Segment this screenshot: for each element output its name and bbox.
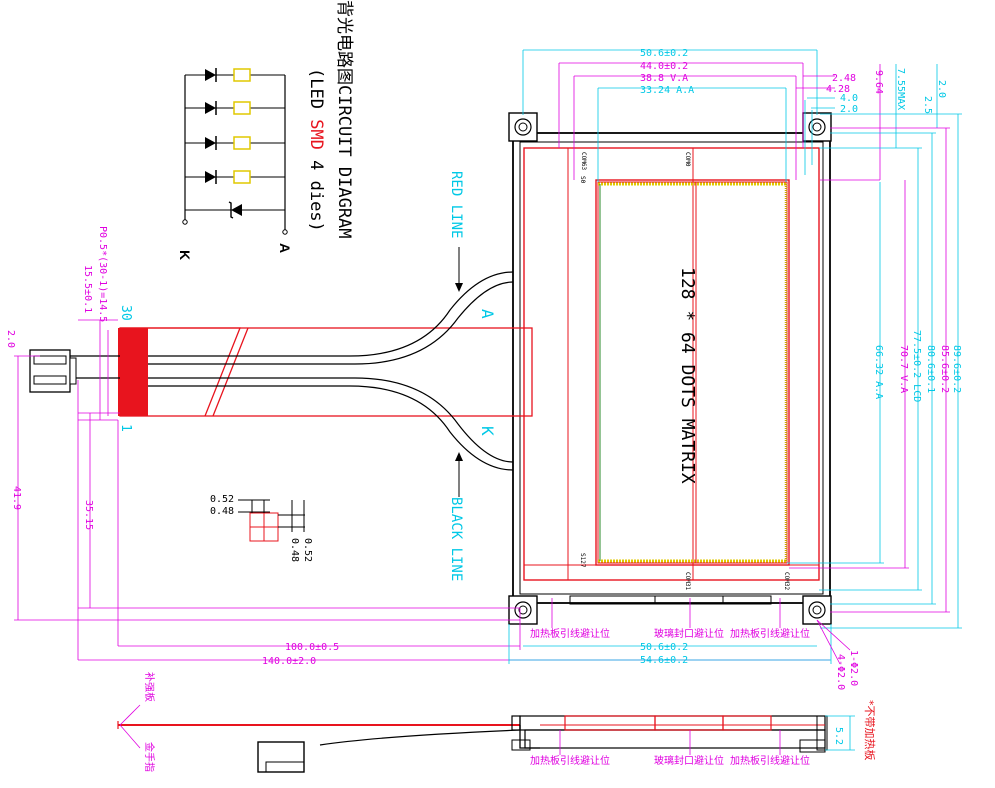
dim-right-80-6: 80.6±0.1 [925, 345, 936, 393]
dim-bottom-100-0: 100.0±0.5 [285, 642, 339, 653]
dim-top-9-64: 9.64 [873, 70, 884, 94]
led-diode-4 [185, 170, 285, 184]
dim-top-44-0: 44.0±0.2 [640, 61, 688, 72]
dim-bottom-54-6: 54.6±0.2 [640, 655, 688, 666]
dim-top-4-28: 4.28 [826, 84, 850, 95]
wire-connector [29, 349, 77, 393]
module-bottom-notes: 加热板引线避让位 玻璃封口避让位 加热板引线避让位 [530, 598, 810, 640]
dim-top-2-5: 2.5 [922, 96, 933, 114]
dim-bottom-1-phi2: 1-Φ2.0 [848, 650, 859, 686]
com31-label: COM31 [684, 572, 691, 590]
dim-right-77-5: 77.5±0.2 LCD [911, 330, 922, 402]
black-line-label: BLACK LINE [448, 497, 464, 581]
right-dimension-lines [787, 113, 962, 629]
com63-label: COM63 [580, 152, 587, 170]
backlight-circuit: K A 背光电路图CIRCUIT DIAGRAM (LED SMD 4 dies… [177, 0, 354, 260]
dim-right-70-7: 70.7 V.A [898, 345, 909, 393]
circuit-smd: SMD [306, 119, 326, 150]
k-terminal-label: K [177, 250, 193, 260]
top-dimension-lines [522, 49, 938, 182]
zener-diode [185, 201, 285, 219]
fpc-pin-1-label: 1 [118, 424, 133, 432]
fpc-pitch-label: P0.5*(30-1)=14.5 [97, 226, 108, 322]
red-line-label: RED LINE [448, 171, 464, 238]
backlight-wires [38, 271, 514, 471]
pixel-dim-052-side: 0.52 [302, 538, 313, 562]
module-outline [508, 112, 832, 625]
mounting-hole-bottom-left [508, 595, 538, 625]
a-pad-label: A [478, 309, 497, 319]
mounting-hole-bottom-right [802, 595, 832, 625]
a-terminal-label: A [277, 243, 293, 253]
note-heater-wire-right: 加热板引线避让位 [730, 627, 810, 640]
led-diode-1 [185, 68, 285, 82]
com32-label: COM32 [783, 572, 790, 590]
fpc-width-label: 15.5±0.1 [82, 265, 93, 313]
dim-top-2-0b: 2.0 [936, 80, 947, 98]
dim-right-66-32: 66.32 A.A [873, 345, 884, 399]
fpc-cable: 30 1 [118, 305, 533, 432]
dim-top-33-24: 33.24 A.A [640, 85, 694, 96]
svg-text:(LED SMD 4 dies): (LED SMD 4 dies) [306, 68, 326, 232]
circuit-title-en: CIRCUIT DIAGRAM [334, 85, 354, 239]
pixel-dim-048-side: 0.48 [289, 538, 300, 562]
mounting-hole-top-left [508, 112, 538, 142]
dim-bottom-140-0: 140.0±2.0 [262, 656, 316, 667]
pixel-dim-052-top: 0.52 [210, 494, 234, 505]
side-view: 补强板 金手指 加热板引线避让位 玻璃封口避让位 加热板引线避让位 5.2 *不… [117, 672, 877, 773]
dim-right-89-6: 89.6±0.2 [951, 345, 962, 393]
dim-top-7-55max: 7.55MAX [895, 68, 906, 110]
dim-right-85-6: 85.6±0.2 [939, 345, 950, 393]
wire-labels: RED LINE BLACK LINE A K [448, 171, 497, 581]
seg127-label: S127 [579, 553, 586, 568]
dim-top-4-0: 4.0 [840, 93, 858, 104]
dim-top-50-6: 50.6±0.2 [640, 48, 688, 59]
dim-side-thickness: 5.2 [833, 727, 844, 745]
dim-top-2-0: 2.0 [840, 104, 858, 115]
dots-matrix-label: 128 * 64 DOTS MATRIX [677, 267, 698, 484]
circuit-paren-open: (LED [306, 68, 326, 119]
led-diode-2 [185, 101, 285, 115]
note-side-heater-right: 加热板引线避让位 [730, 754, 810, 767]
note-stiffener: 补强板 [143, 672, 156, 702]
dim-bottom-4-phi2: 4-Φ2.0 [835, 654, 846, 690]
pixel-detail: 0.52 0.48 0.52 0.48 [210, 494, 313, 562]
dim-left-41-9: 41.9 [11, 486, 22, 510]
led-diode-3 [185, 136, 285, 150]
dim-bottom-50-6: 50.6±0.2 [640, 642, 688, 653]
fpc-pin-30-label: 30 [118, 305, 133, 321]
bottom-dimension-lines [78, 608, 851, 665]
seg0-label: S0 [579, 176, 586, 184]
dim-left-35-15: 35.15 [83, 500, 94, 530]
note-gold-finger: 金手指 [143, 742, 156, 772]
circuit-title-cn: 背光电路图 [334, 0, 354, 85]
pixel-dim-048-top: 0.48 [210, 506, 234, 517]
mounting-hole-top-right [802, 112, 832, 142]
dim-top-38-8: 38.8 V.A [640, 73, 688, 84]
k-pad-label: K [478, 426, 497, 436]
dim-top-2-48: 2.48 [832, 73, 856, 84]
note-side-glass-seal: 玻璃封口避让位 [654, 754, 724, 767]
note-glass-seal: 玻璃封口避让位 [654, 627, 724, 640]
lcd-glass: COM0 COM31 COM63 COM32 S0 S127 128 * 64 … [523, 147, 820, 590]
dim-left-2-0: 2.0 [5, 330, 16, 348]
svg-text:背光电路图CIRCUIT DIAGRAM: 背光电路图CIRCUIT DIAGRAM [334, 0, 354, 239]
note-heater-wire-left: 加热板引线避让位 [530, 627, 610, 640]
circuit-paren-close: 4 dies) [306, 150, 326, 232]
note-no-heater: *不带加热板 [863, 700, 877, 761]
note-side-heater-left: 加热板引线避让位 [530, 754, 610, 767]
left-dimensions [14, 319, 520, 660]
com0-label: COM0 [684, 152, 691, 167]
